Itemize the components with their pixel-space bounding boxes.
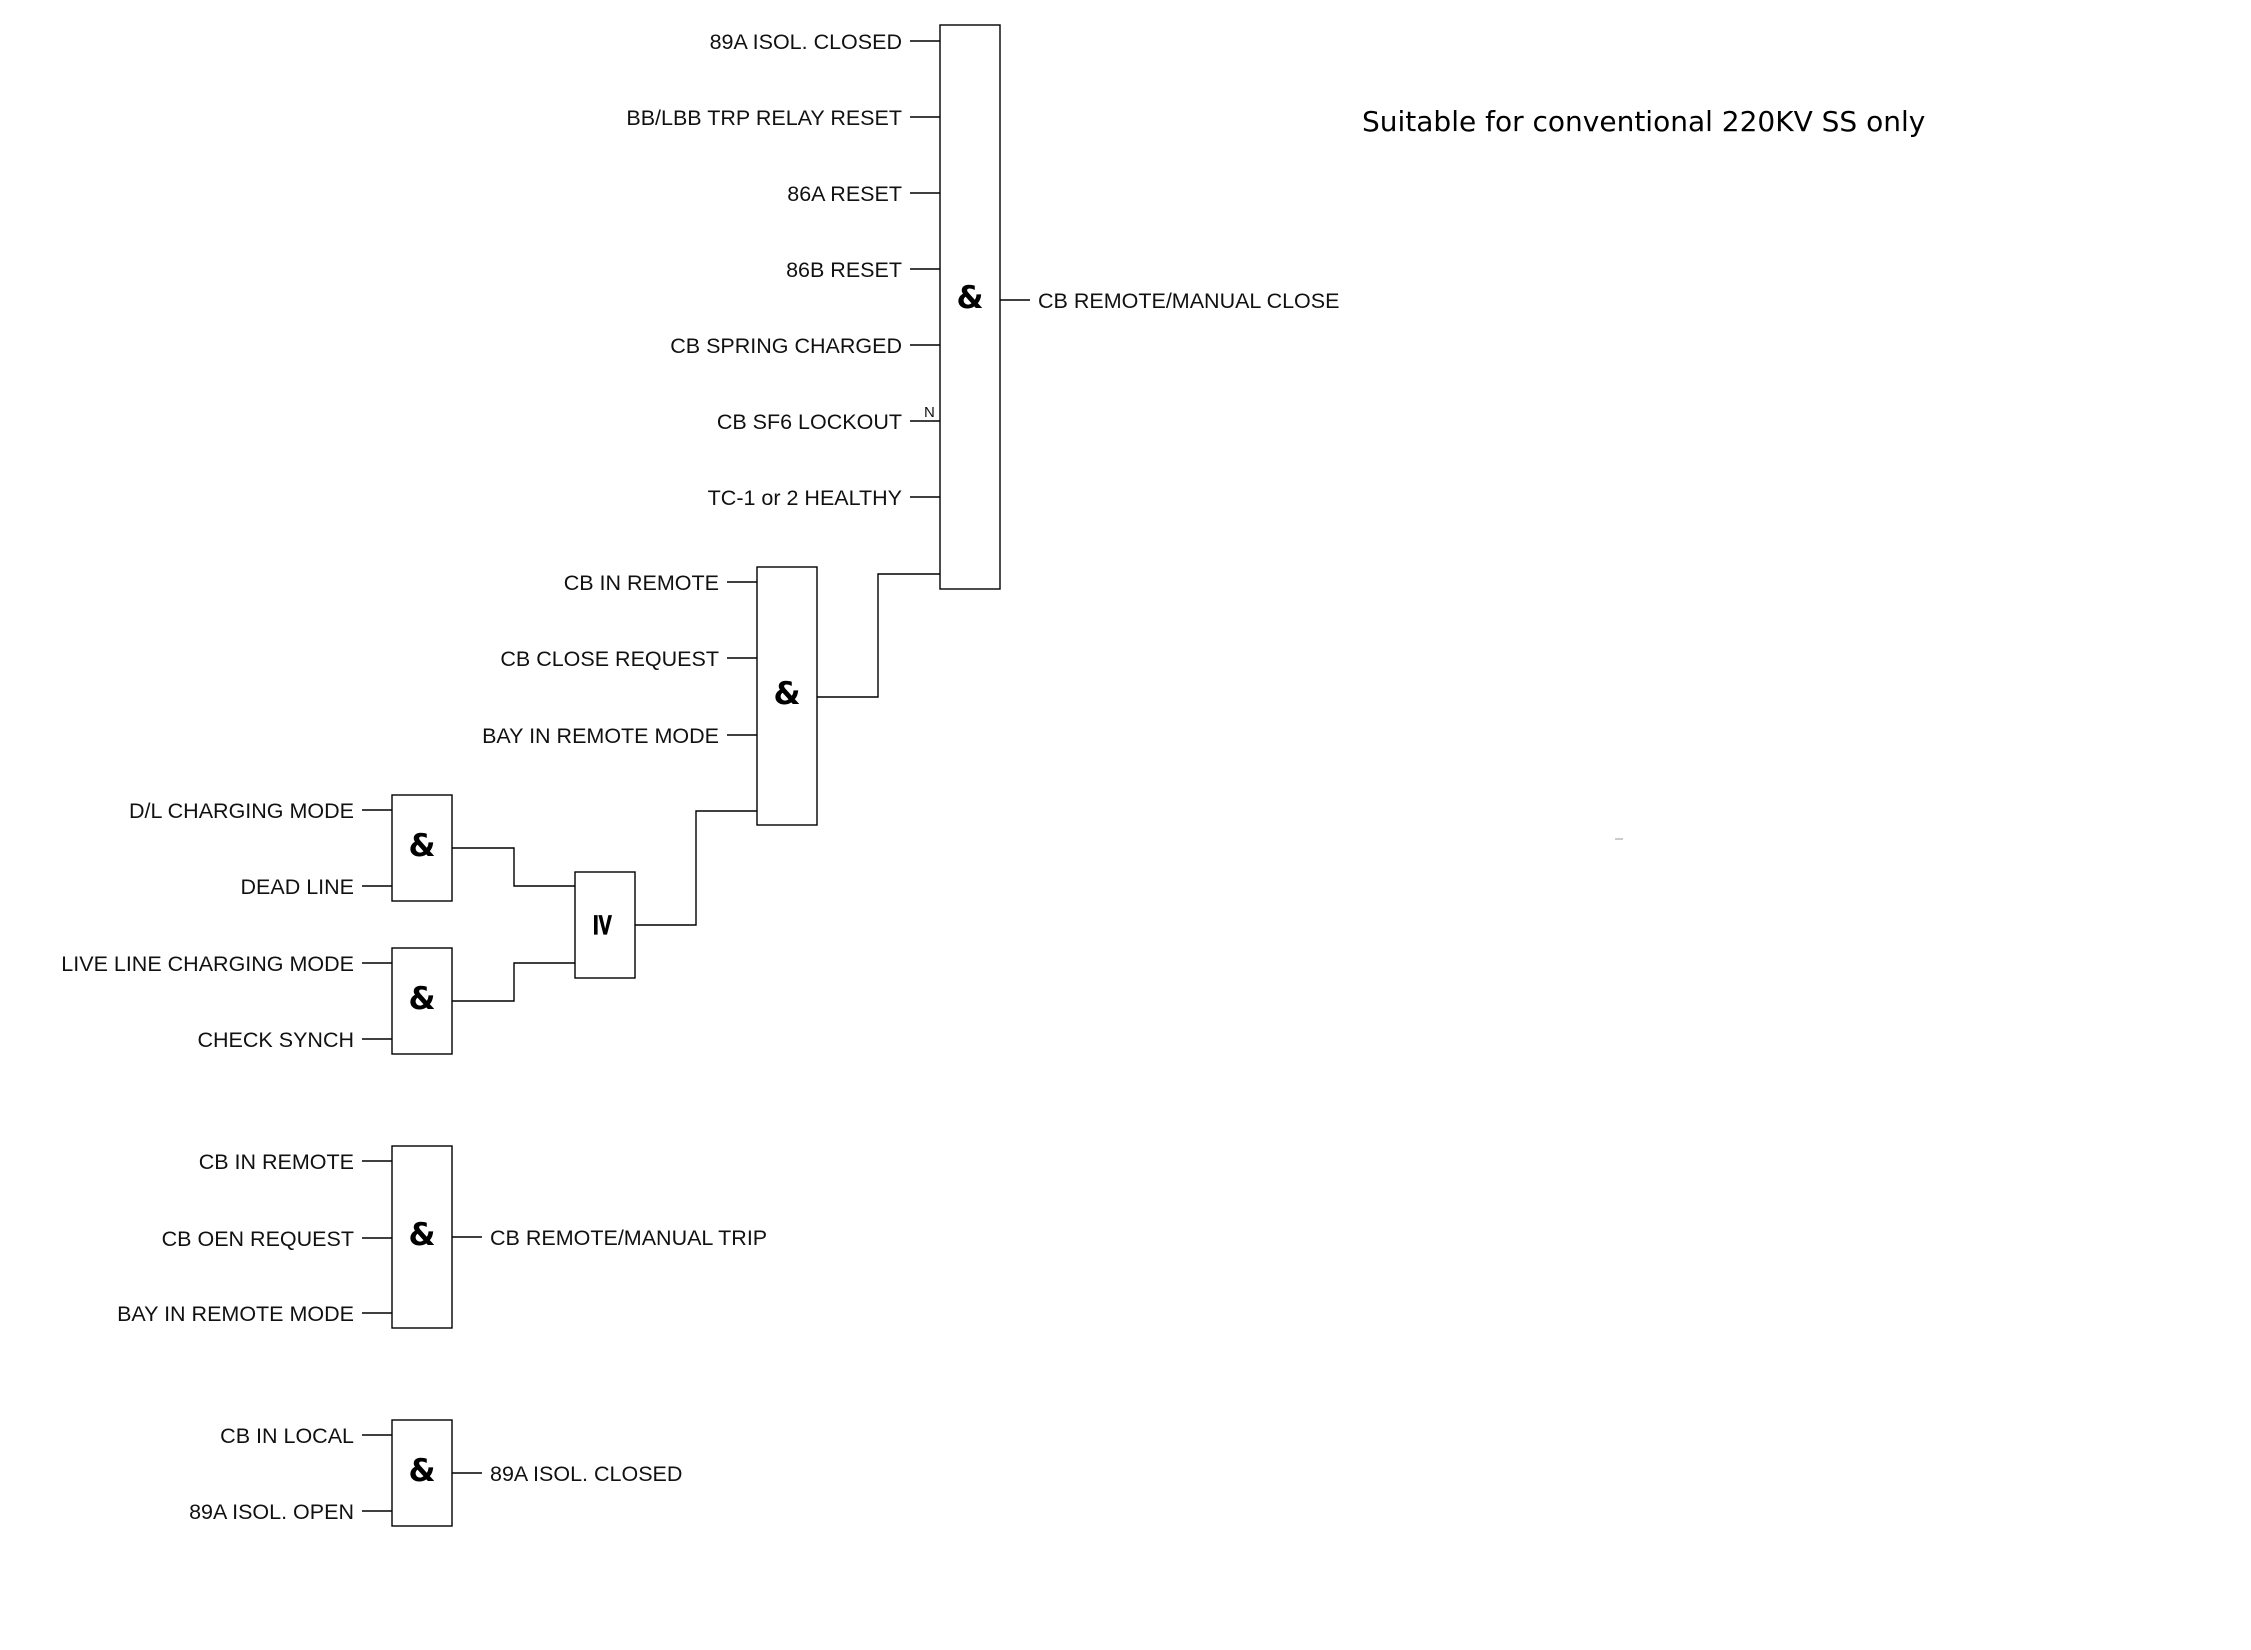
charging-and-gate-1: & D/L CHARGING MODE DEAD LINE bbox=[129, 794, 453, 902]
isolator-input-label-89a-isol-open: 89A ISOL. OPEN bbox=[189, 1500, 354, 1524]
main-close-and-gate-box bbox=[939, 24, 1001, 590]
input-label-live-line-charging-mode: LIVE LINE CHARGING MODE bbox=[61, 952, 354, 976]
input-label-cb-in-remote: CB IN REMOTE bbox=[564, 571, 719, 595]
trip-input-label-cb-oen-request: CB OEN REQUEST bbox=[162, 1227, 354, 1251]
wire-and1-to-or bbox=[452, 847, 575, 887]
charging-or-gate-box bbox=[574, 871, 636, 979]
remote-and-symbol: & bbox=[773, 676, 800, 712]
trip-input-label-bay-in-remote-mode: BAY IN REMOTE MODE bbox=[117, 1302, 354, 1326]
wire-and2-to-or bbox=[452, 962, 575, 1002]
negation-marker: N bbox=[924, 404, 935, 421]
main-close-output: CB REMOTE/MANUAL CLOSE bbox=[1000, 289, 1339, 313]
isolator-and-symbol: & bbox=[408, 1453, 435, 1489]
charging-and-2-symbol: & bbox=[408, 981, 435, 1017]
applicability-note: Suitable for conventional 220KV SS only bbox=[1362, 105, 1925, 138]
output-label-cb-remote-manual-trip: CB REMOTE/MANUAL TRIP bbox=[490, 1226, 767, 1250]
trip-and-symbol: & bbox=[408, 1217, 435, 1253]
remote-and-gate: & bbox=[756, 566, 818, 826]
input-label-89a-isol-closed: 89A ISOL. CLOSED bbox=[710, 30, 902, 54]
charging-and-gate-2: & LIVE LINE CHARGING MODE CHECK SYNCH bbox=[61, 947, 453, 1055]
input-label-bay-in-remote-mode: BAY IN REMOTE MODE bbox=[482, 724, 719, 748]
input-label-cb-spring-charged: CB SPRING CHARGED bbox=[670, 334, 902, 358]
input-label-check-synch: CHECK SYNCH bbox=[198, 1028, 355, 1052]
main-close-and-symbol: & bbox=[956, 280, 983, 316]
isolator-input-label-cb-in-local: CB IN LOCAL bbox=[220, 1424, 354, 1448]
charging-or-gate: ≥ bbox=[574, 871, 636, 979]
charging-and-gate-1-box bbox=[391, 794, 453, 902]
trip-input-label-cb-in-remote: CB IN REMOTE bbox=[199, 1150, 354, 1174]
remote-and-inputs: CB IN REMOTE CB CLOSE REQUEST BAY IN REM… bbox=[482, 571, 757, 748]
wire-or-to-remote bbox=[635, 810, 757, 926]
input-label-cb-sf6-lockout: CB SF6 LOCKOUT bbox=[717, 410, 902, 434]
or-symbol: ≥ bbox=[586, 912, 622, 938]
trip-and-gate-box bbox=[391, 1145, 453, 1329]
wire-remote-to-main bbox=[817, 573, 940, 698]
input-label-dead-line: DEAD LINE bbox=[240, 875, 354, 899]
input-label-cb-close-request: CB CLOSE REQUEST bbox=[500, 647, 719, 671]
input-label-dl-charging-mode: D/L CHARGING MODE bbox=[129, 799, 354, 823]
trip-and-gate: & CB IN REMOTE CB OEN REQUEST BAY IN REM… bbox=[117, 1145, 767, 1329]
isolator-and-gate: & CB IN LOCAL 89A ISOL. OPEN 89A ISOL. C… bbox=[189, 1419, 682, 1527]
output-label-89a-isol-closed: 89A ISOL. CLOSED bbox=[490, 1462, 682, 1486]
main-close-inputs: 89A ISOL. CLOSED BB/LBB TRP RELAY RESET … bbox=[626, 30, 940, 510]
input-label-tc-healthy: TC-1 or 2 HEALTHY bbox=[708, 486, 902, 510]
input-label-86b-reset: 86B RESET bbox=[786, 258, 902, 282]
input-label-bb-lbb-trip-relay-reset: BB/LBB TRP RELAY RESET bbox=[626, 106, 902, 130]
remote-and-gate-box bbox=[756, 566, 818, 826]
input-label-86a-reset: 86A RESET bbox=[787, 182, 902, 206]
charging-and-1-symbol: & bbox=[408, 828, 435, 864]
main-close-and-gate: & bbox=[939, 24, 1001, 590]
output-label-cb-remote-manual-close: CB REMOTE/MANUAL CLOSE bbox=[1038, 289, 1339, 313]
